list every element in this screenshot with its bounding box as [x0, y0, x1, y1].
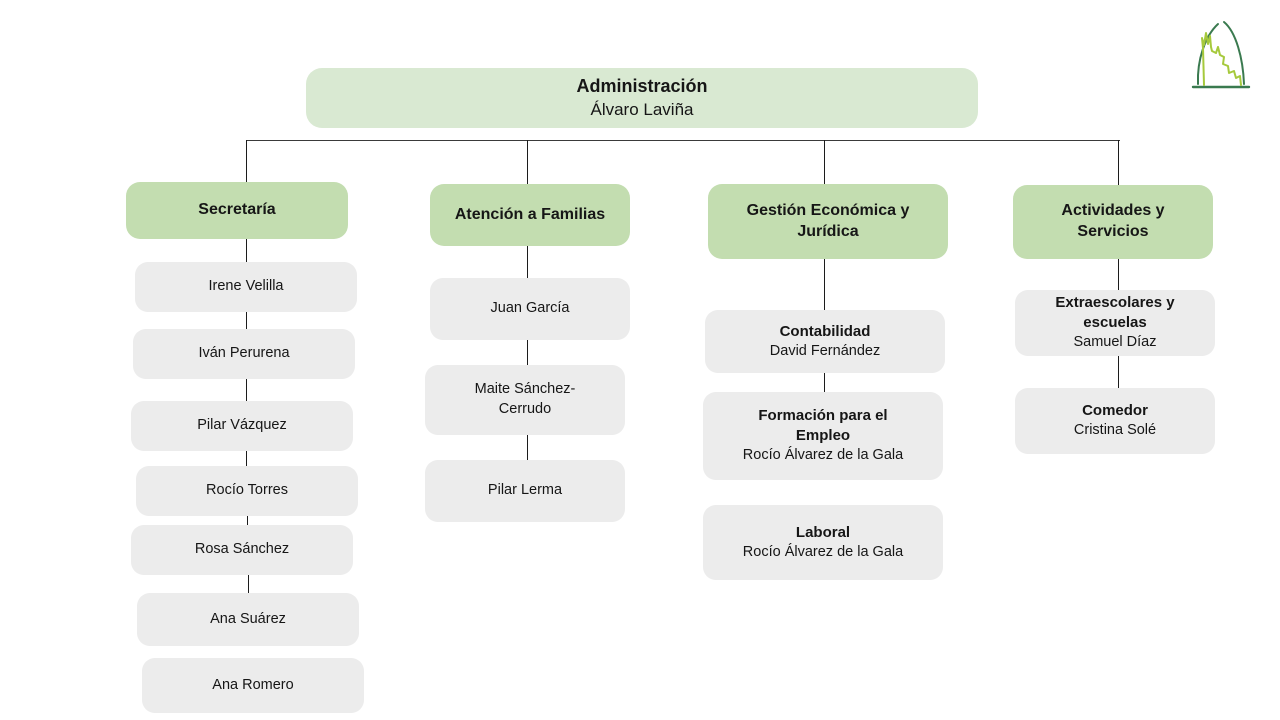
- connector-col3-tick: [824, 259, 825, 310]
- member-name: Maite Sánchez-Cerrudo: [474, 381, 576, 417]
- member-box: Rocío Torres: [136, 466, 358, 516]
- member-box: Irene Velilla: [135, 262, 357, 312]
- member-box: Laboral Rocío Álvarez de la Gala: [703, 505, 943, 580]
- connector-drop-actividades: [1118, 140, 1119, 185]
- member-box: Contabilidad David Fernández: [705, 310, 945, 373]
- connector-col1-tick: [246, 312, 247, 329]
- connector-bus: [246, 140, 1120, 141]
- connector-col1-tick: [248, 575, 249, 593]
- connector-col3-tick: [824, 373, 825, 392]
- member-name: Ana Suárez: [210, 610, 286, 627]
- member-name: Rocío Álvarez de la Gala: [742, 447, 904, 464]
- member-name: Rosa Sánchez: [194, 541, 290, 558]
- member-box: Comedor Cristina Solé: [1015, 388, 1215, 454]
- member-name: Pilar Lerma: [487, 482, 563, 499]
- member-box: Ana Romero: [142, 658, 364, 713]
- member-box: Juan García: [430, 278, 630, 340]
- root-person-name: Álvaro Laviña: [590, 99, 694, 119]
- column-header-label: Atención a Familias: [454, 205, 606, 223]
- member-name: David Fernández: [769, 342, 881, 359]
- member-box: Ana Suárez: [137, 593, 359, 646]
- connector-drop-gestion: [824, 140, 825, 184]
- connector-col4-tick: [1118, 356, 1119, 388]
- column-header-gestion-economica: Gestión Económica y Jurídica: [708, 184, 948, 259]
- connector-col2-tick: [527, 246, 528, 278]
- column-header-label: Actividades y Servicios: [1061, 202, 1165, 240]
- connector-col4-tick: [1118, 259, 1119, 290]
- column-header-label: Gestión Económica y Jurídica: [746, 201, 910, 240]
- member-name: Ana Romero: [212, 676, 294, 693]
- column-header-label: Secretaría: [198, 201, 276, 219]
- member-name: Rocío Torres: [206, 482, 288, 499]
- member-box: Iván Perurena: [133, 329, 355, 379]
- connector-col1-tick: [246, 239, 247, 262]
- connector-col2-tick: [527, 340, 528, 365]
- member-box: Formación para el Empleo Rocío Álvarez d…: [703, 392, 943, 480]
- member-name: Rocío Álvarez de la Gala: [742, 543, 904, 560]
- member-box: Maite Sánchez-Cerrudo: [425, 365, 625, 435]
- member-box: Extraescolares y escuelas Samuel Díaz: [1015, 290, 1215, 356]
- member-role: Extraescolares y escuelas: [1055, 293, 1175, 332]
- column-header-secretaria: Secretaría: [126, 182, 348, 239]
- member-role: Contabilidad: [779, 322, 871, 340]
- member-role: Comedor: [1082, 402, 1148, 420]
- member-name: Juan García: [490, 300, 570, 317]
- member-role: Laboral: [795, 523, 851, 541]
- connector-drop-secretaria: [246, 140, 247, 182]
- member-name: Samuel Díaz: [1073, 334, 1157, 351]
- root-box-administracion: Administración Álvaro Laviña: [306, 68, 978, 128]
- root-department-label: Administración: [576, 76, 708, 97]
- member-name: Iván Perurena: [198, 345, 290, 362]
- connector-col1-tick: [246, 451, 247, 466]
- member-name: Pilar Vázquez: [197, 417, 287, 434]
- connector-col2-tick: [527, 435, 528, 460]
- member-box: Rosa Sánchez: [131, 525, 353, 575]
- member-box: Pilar Vázquez: [131, 401, 353, 451]
- connector-col1-tick: [247, 516, 248, 525]
- member-name: Cristina Solé: [1073, 422, 1157, 439]
- member-name: Irene Velilla: [208, 278, 284, 295]
- member-box: Pilar Lerma: [425, 460, 625, 522]
- column-header-atencion-a-familias: Atención a Familias: [430, 184, 630, 246]
- connector-col1-tick: [246, 379, 247, 401]
- column-header-actividades-servicios: Actividades y Servicios: [1013, 185, 1213, 259]
- connector-drop-atencion: [527, 140, 528, 184]
- school-arch-logo-icon: [1191, 21, 1251, 89]
- member-role: Formación para el Empleo: [758, 406, 888, 445]
